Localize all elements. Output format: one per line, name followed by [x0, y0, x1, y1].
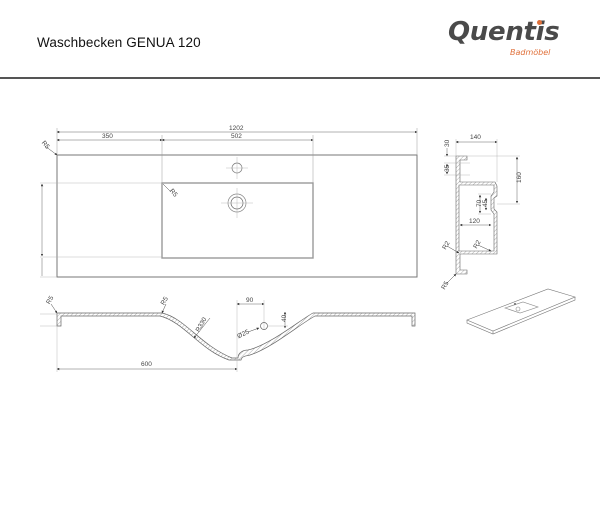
- dim-front-edge-radius: R5: [160, 295, 170, 306]
- dim-overall-width: 1202: [229, 125, 244, 132]
- dim-bottom-radius: R5: [440, 280, 450, 291]
- dim-drain-height: 40: [281, 314, 288, 322]
- dim-top-thickness: 30: [444, 139, 451, 147]
- logo-subtitle: Badmöbel: [510, 48, 551, 57]
- dim-overflow-height: 70: [476, 199, 483, 207]
- dim-corner-radius: R5: [40, 140, 51, 151]
- dim-basin-width: 502: [231, 133, 242, 140]
- dim-front-left-radius: R5: [45, 295, 55, 306]
- dim-overflow-inner: 45: [482, 199, 489, 207]
- dim-side-width: 140: [470, 134, 481, 141]
- side-section-view: [444, 139, 520, 285]
- dim-half-width: 600: [141, 361, 152, 368]
- dim-left-offset: 350: [102, 133, 113, 140]
- dim-inner-width: 120: [469, 218, 480, 225]
- isometric-view: [466, 288, 576, 335]
- dim-inner-radius-right: R2: [472, 239, 482, 250]
- top-view: [40, 128, 418, 278]
- dim-drain-diameter: Ø25: [236, 328, 250, 340]
- front-section-view: [40, 300, 416, 372]
- dim-inner-radius-left: R2: [441, 240, 451, 251]
- dim-basin-radius: R5: [168, 188, 179, 199]
- header-divider: [0, 77, 600, 79]
- dim-lip-height: 35: [444, 164, 451, 172]
- logo-accent-dot: [537, 20, 542, 25]
- brand-logo: Quentis Badmöbel: [448, 17, 568, 61]
- dim-bowl-radius: R330: [195, 316, 209, 333]
- dim-drain-offset: 90: [246, 297, 254, 304]
- drawing-title: Waschbecken GENUA 120: [37, 35, 201, 50]
- dim-depth: 160: [516, 172, 523, 183]
